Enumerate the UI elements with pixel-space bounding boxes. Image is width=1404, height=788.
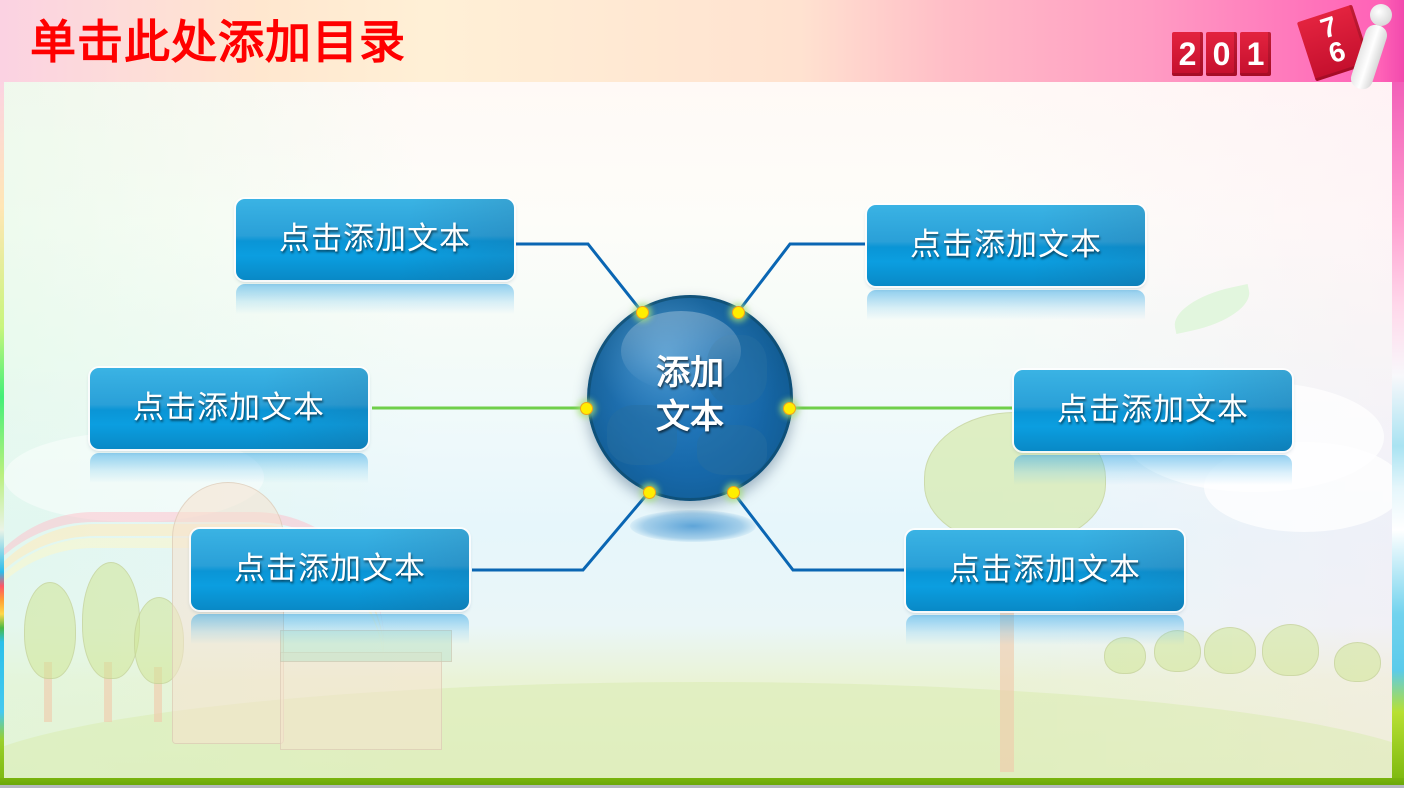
box-reflection <box>867 290 1145 320</box>
box-reflection <box>90 453 368 483</box>
right-border <box>1390 82 1404 782</box>
box-reflection <box>906 615 1184 645</box>
digit-cube: 1 <box>1240 32 1271 76</box>
text-box-label: 点击添加文本 <box>234 551 426 587</box>
left-rainbow-border <box>0 82 6 782</box>
connector-dot <box>643 486 656 499</box>
tree-decoration <box>82 562 140 679</box>
tree-trunk <box>44 662 52 722</box>
tree-trunk <box>104 662 112 722</box>
connector-dot <box>636 306 649 319</box>
globe-shadow <box>630 510 756 542</box>
year-logo: 2 0 1 7 6 <box>1170 0 1404 100</box>
globe-land <box>697 425 767 475</box>
text-box-bottom-left[interactable]: 点击添加文本 <box>191 529 469 610</box>
text-box-top-right[interactable]: 点击添加文本 <box>867 205 1145 286</box>
text-box-label: 点击添加文本 <box>1057 392 1249 428</box>
page-title[interactable]: 单击此处添加目录 <box>30 15 406 69</box>
house-body <box>280 652 442 750</box>
text-box-middle-right[interactable]: 点击添加文本 <box>1014 370 1292 451</box>
center-globe[interactable]: 添加 文本 <box>587 295 793 501</box>
tree-decoration <box>1262 624 1319 676</box>
box-reflection <box>1014 455 1292 485</box>
tree-trunk <box>154 667 162 722</box>
box-reflection <box>236 284 514 314</box>
text-box-label: 点击添加文本 <box>949 552 1141 588</box>
center-text-line1: 添加 <box>656 353 724 393</box>
text-box-top-left[interactable]: 点击添加文本 <box>236 199 514 280</box>
center-text: 添加 文本 <box>587 351 793 439</box>
figure-head-icon <box>1370 4 1392 26</box>
center-text-line2: 文本 <box>656 397 724 437</box>
connector-dot <box>783 402 796 415</box>
tree-decoration <box>1204 627 1256 674</box>
text-box-label: 点击添加文本 <box>910 227 1102 263</box>
text-box-bottom-right[interactable]: 点击添加文本 <box>906 530 1184 611</box>
text-box-label: 点击添加文本 <box>133 390 325 426</box>
tree-decoration <box>1334 642 1381 682</box>
connector-dot <box>727 486 740 499</box>
text-box-label: 点击添加文本 <box>279 221 471 257</box>
digit-cube: 2 <box>1172 32 1203 76</box>
bottom-green-band <box>0 778 1404 788</box>
connector-dot <box>732 306 745 319</box>
connector-dot <box>580 402 593 415</box>
text-box-middle-left[interactable]: 点击添加文本 <box>90 368 368 449</box>
box-reflection <box>191 614 469 644</box>
tree-decoration <box>24 582 76 679</box>
digit-cube: 0 <box>1206 32 1237 76</box>
globe-land <box>607 405 677 465</box>
house-tower <box>172 482 284 744</box>
